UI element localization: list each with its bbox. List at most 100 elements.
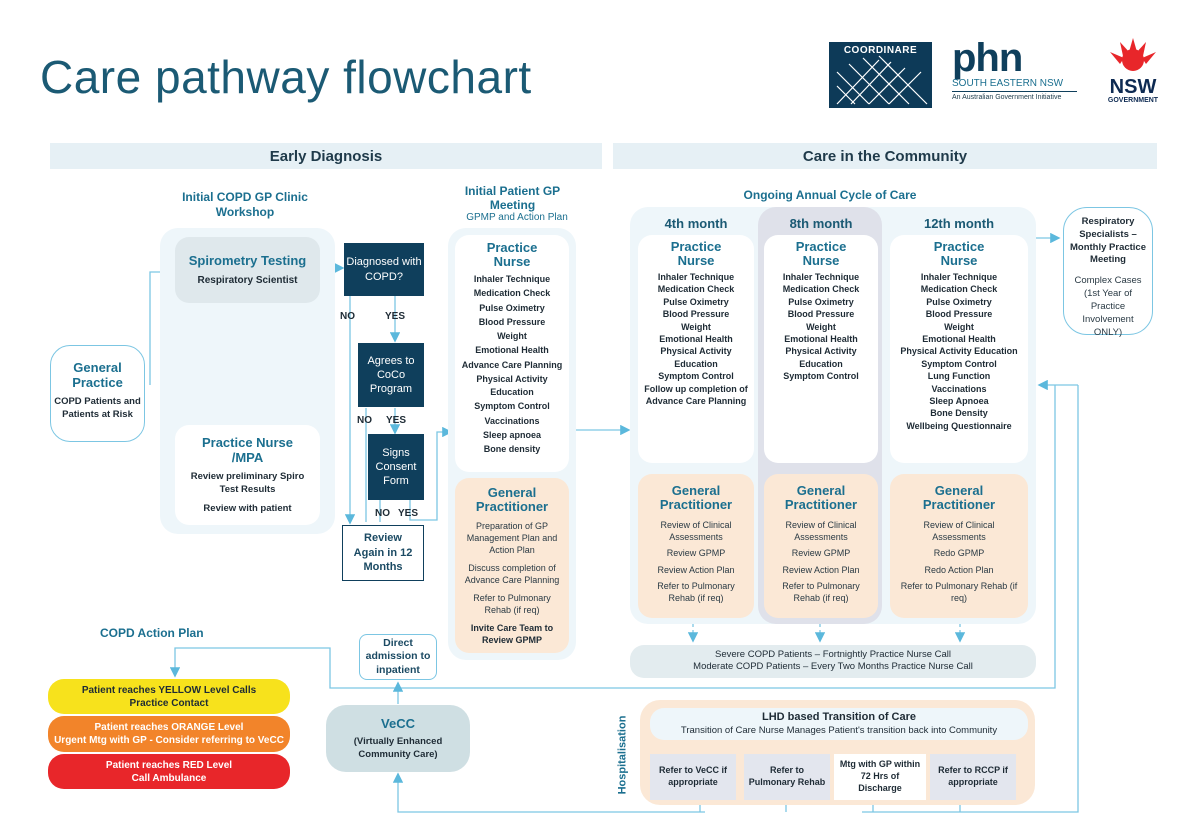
month-nurse-item: Emotional Health [659,334,733,345]
month-nurse-title: Practice Nurse [795,239,847,268]
decision-signs: Signs Consent Form [368,434,424,500]
month-gp-title: General Practitioner [659,483,733,512]
spirometry-sub: Respiratory Scientist [197,275,298,286]
general-practice-desc: COPD Patients and Patients at Risk [54,396,141,420]
month-gp-item: Review Action Plan [782,564,860,575]
initial-nurse-item: Bone density [483,444,541,455]
wave-icon [836,55,928,105]
month-nurse-item: Blood Pressure [662,309,730,320]
month-gp-item: Review of Clinical Assessments [785,520,857,542]
month-gp-item: Refer to Pulmonary Rehab (if req) [782,581,860,603]
action-orange: Patient reaches ORANGE Level Urgent Mtg … [48,716,290,752]
month-gp-item: Review of Clinical Assessments [923,520,995,542]
workshop-title: Initial COPD GP Clinic Workshop [182,190,308,219]
initial-nurse-item: Weight [497,331,527,342]
general-practice-box: General Practice COPD Patients and Patie… [50,345,145,442]
spirometry-title: Spirometry Testing [188,253,307,268]
nsw-logo: NSW GOVERNMENT [1100,38,1166,110]
initial-gp-item: Refer to Pulmonary Rehab (if req) [473,593,551,615]
month-nurse-item: Symptom Control [783,371,859,382]
practice-nurse-mpa-line1: Review preliminary Spiro Test Results [190,471,305,495]
decision-no-3: NO [375,508,390,519]
hospitalisation-side: Hospitalisation [612,705,632,805]
calls-line2: Moderate COPD Patients – Every Two Month… [693,661,973,672]
month-nurse-item: Medication Check [920,284,998,295]
calls-line1: Severe COPD Patients – Fortnightly Pract… [714,649,951,660]
month-nurse-item: Emotional Health [922,334,996,345]
month-nurse-item: Inhaler Technique [920,272,998,282]
decision-no-2: NO [357,415,372,426]
initial-meeting-subtitle: GPMP and Action Plan [466,212,568,223]
month-nurse-item: Follow up completion of Advance Care Pla… [644,383,748,407]
vecc-title: VeCC [381,716,415,731]
initial-gp-title: General Practitioner [475,485,549,514]
month-label: 8th month [789,216,853,231]
initial-nurse-item: Blood Pressure [478,316,546,327]
vecc-desc: (Virtually Enhanced Community Care) [353,736,443,760]
spirometry-box: Spirometry Testing Respiratory Scientist [175,237,320,303]
initial-meeting-title: Initial Patient GP Meeting [464,184,561,212]
phn-logo-text: phn [952,36,1023,80]
initial-gp-list: Preparation of GP Management Plan and Ac… [455,520,569,616]
initial-gp-bold: Invite Care Team to Review GPMP [470,623,554,646]
action-yellow: Patient reaches YELLOW Level Calls Pract… [48,679,290,714]
initial-nurse-item: Physical Activity Education [476,374,548,398]
month-nurse-item: Sleep Apnoea [929,396,989,407]
month-gp-item: Review of Clinical Assessments [660,520,732,542]
page-title: Care pathway flowchart [40,51,532,103]
coordinare-logo-text: COORDINARE [843,45,918,56]
respiratory-title: Respiratory Specialists – Monthly Practi… [1069,216,1147,266]
month-nurse-item: Physical Activity Education [660,346,732,369]
month-gp-item: Review GPMP [666,548,726,558]
month-nurse-item: Pulse Oximetry [788,296,854,307]
month-gp-item: Review Action Plan [657,564,735,575]
calls-pill: Severe COPD Patients – Fortnightly Pract… [630,645,1036,678]
month-nurse-item: Wellbeing Questionnaire [906,420,1012,431]
month-gp-title: General Practitioner [784,483,858,512]
initial-gp-item: Preparation of GP Management Plan and Ac… [466,521,558,555]
phn-region: SOUTH EASTERN NSW [952,78,1077,92]
month-gp-item: Review GPMP [791,548,851,558]
initial-nurse-item: Vaccinations [484,415,540,426]
section-early-diagnosis: Early Diagnosis [50,143,602,169]
practice-nurse-mpa-line2: Review with patient [203,502,292,514]
action-red: Patient reaches RED Level Call Ambulance [48,754,290,789]
month-nurse-item: Pulse Oximetry [663,296,729,307]
decision-yes-2: YES [386,415,407,426]
hospitalisation-option: Refer to RCCP if appropriate [930,754,1016,800]
action-red-1: Patient reaches RED Level [105,759,233,771]
lhd-title: LHD based Transition of Care [761,711,917,723]
month-nurse-item: Symptom Control [921,358,997,369]
action-red-2: Call Ambulance [131,772,207,784]
initial-nurse-item: Symptom Control [474,401,550,412]
month-gp-title: General Practitioner [922,483,996,512]
month-nurse-item: Vaccinations [931,383,987,394]
month-nurse-item: Pulse Oximetry [926,296,992,307]
month-nurse-item: Physical Activity Education [785,346,857,369]
initial-nurse-item: Inhaler Technique [473,274,551,284]
month-nurse-item: Weight [806,321,836,332]
month-nurse-item: Emotional Health [784,334,858,345]
decision-diagnosed: Diagnosed with COPD? [344,243,424,296]
initial-gp-item: Discuss completion of Advance Care Plann… [464,563,560,585]
hospitalisation-option: Refer to Pulmonary Rehab [744,754,830,800]
action-orange-2: Urgent Mtg with GP - Consider referring … [54,735,284,746]
month-nurse-item: Symptom Control [658,371,734,382]
hospitalisation-label: Hospitalisation [616,715,628,795]
vecc-box: VeCC (Virtually Enhanced Community Care) [326,705,470,772]
direct-admission-box: Direct admission to inpatient [359,634,437,680]
initial-nurse-item: Pulse Oximetry [479,302,545,313]
month-nurse-item: Medication Check [782,284,860,295]
